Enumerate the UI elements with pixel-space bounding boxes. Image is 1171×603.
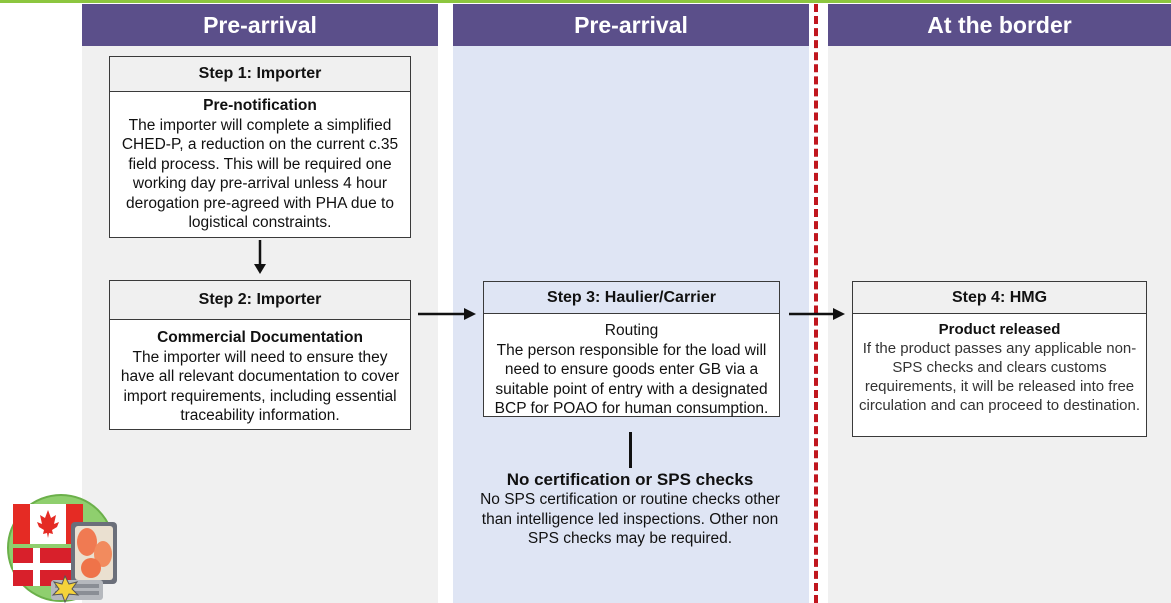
connector-line <box>629 432 632 468</box>
step2-box: Step 2: Importer Commercial Documentatio… <box>109 280 411 430</box>
no-cert-text: No SPS certification or routine checks o… <box>480 491 780 547</box>
step2-body: Commercial Documentation The importer wi… <box>110 320 410 426</box>
step3-text: The person responsible for the load will… <box>494 341 769 418</box>
no-cert-title: No certification or SPS checks <box>506 470 754 489</box>
right-arrow-icon <box>418 308 476 320</box>
no-certification-note: No certification or SPS checks No SPS ce… <box>480 470 780 549</box>
step1-subtitle: Pre-notification <box>203 97 317 114</box>
step4-subtitle: Product released <box>938 321 1061 338</box>
canada-denmark-fish-icon <box>7 494 117 603</box>
step2-text: The importer will need to ensure they ha… <box>120 348 400 425</box>
step4-body: Product released If the product passes a… <box>853 314 1146 415</box>
border-divider-line <box>814 4 818 603</box>
step3-subtitle: Routing <box>604 322 659 339</box>
step1-box: Step 1: Importer Pre-notification The im… <box>109 56 411 238</box>
step3-body: Routing The person responsible for the l… <box>484 314 779 419</box>
column-header: Pre-arrival <box>82 4 438 46</box>
column-header: Pre-arrival <box>453 4 809 46</box>
down-arrow-icon <box>254 240 266 274</box>
column-header: At the border <box>828 4 1171 46</box>
step4-text: If the product passes any applicable non… <box>859 340 1141 414</box>
step3-box: Step 3: Haulier/Carrier Routing The pers… <box>483 281 780 417</box>
step4-box: Step 4: HMG Product released If the prod… <box>852 281 1147 437</box>
top-accent-line <box>0 0 1171 3</box>
right-arrow-icon <box>789 308 845 320</box>
step2-header: Step 2: Importer <box>110 281 410 320</box>
step1-body: Pre-notification The importer will compl… <box>110 92 410 233</box>
step1-header: Step 1: Importer <box>110 57 410 92</box>
step1-text: The importer will complete a simplified … <box>121 116 399 232</box>
step3-header: Step 3: Haulier/Carrier <box>484 282 779 314</box>
step2-subtitle: Commercial Documentation <box>157 329 363 346</box>
step4-header: Step 4: HMG <box>853 282 1146 314</box>
